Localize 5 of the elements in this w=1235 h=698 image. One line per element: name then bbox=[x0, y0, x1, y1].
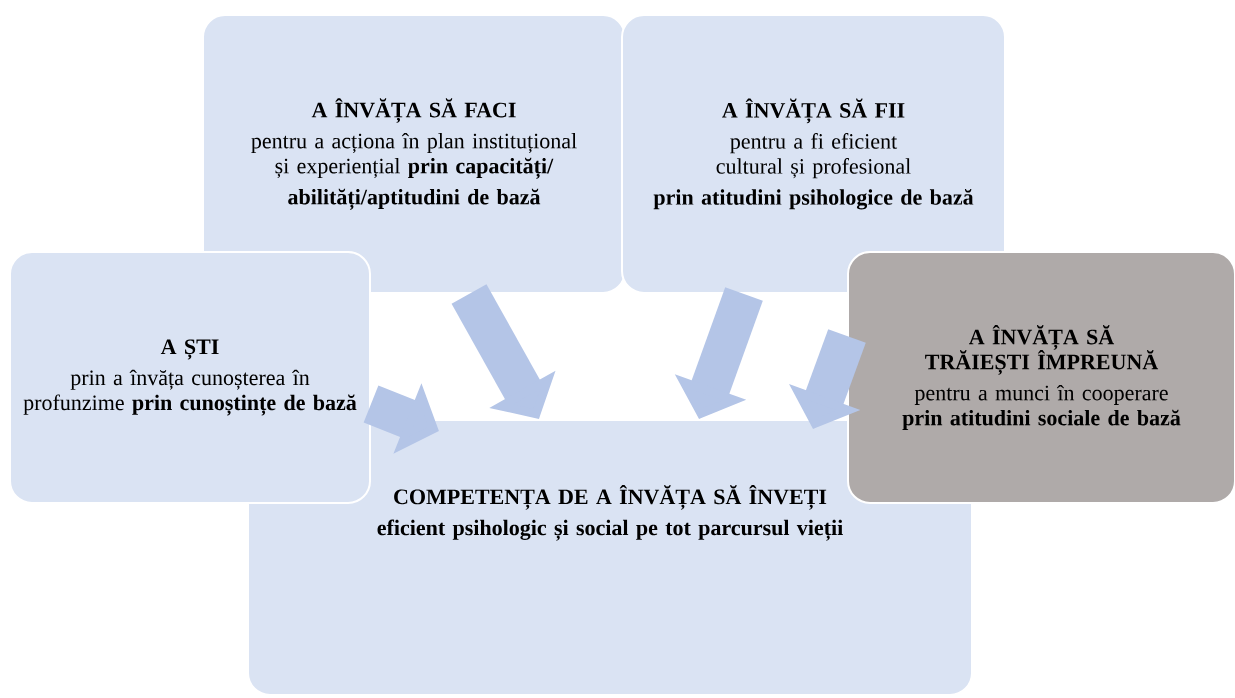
text-box: A ÎNVĂȚA SĂ FACI pentru a acționa în plan instituțional și experiențial prin capacități/ abilități/aptitudini de bază bbox=[202, 14, 626, 294]
text-box: A ÎNVĂȚA SĂ FII pentru a fi eficient cultural și profesional prin atitudini psihologice de bază bbox=[621, 14, 1006, 294]
block-arrow bbox=[451, 284, 556, 419]
text-box: A ȘTI prin a învăța cunoșterea în profunzime prin cunoștințe de bază bbox=[9, 251, 371, 504]
text-box: A ÎNVĂȚA SĂ TRĂIEȘTI ÎMPREUNĂ pentru a munci în cooperare prin atitudini sociale de bază bbox=[847, 251, 1235, 504]
